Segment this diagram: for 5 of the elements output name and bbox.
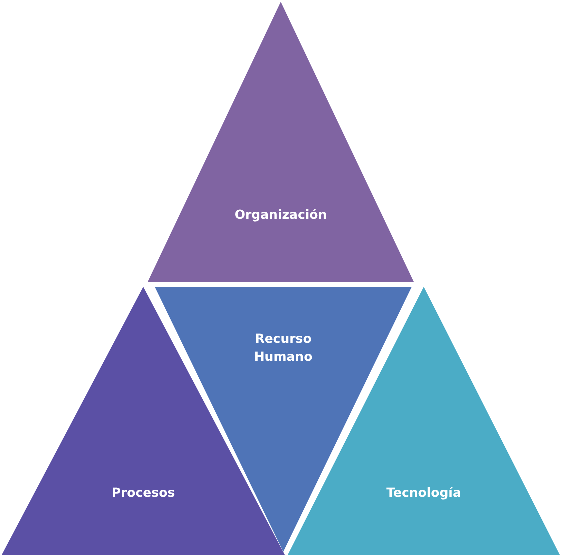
- segment-label: Tecnología: [386, 484, 462, 502]
- triangle-segment: [148, 2, 414, 282]
- segment-label: Organización: [234, 206, 328, 224]
- segment-label: Recurso Humano: [253, 330, 314, 366]
- segment-label: Procesos: [110, 484, 176, 502]
